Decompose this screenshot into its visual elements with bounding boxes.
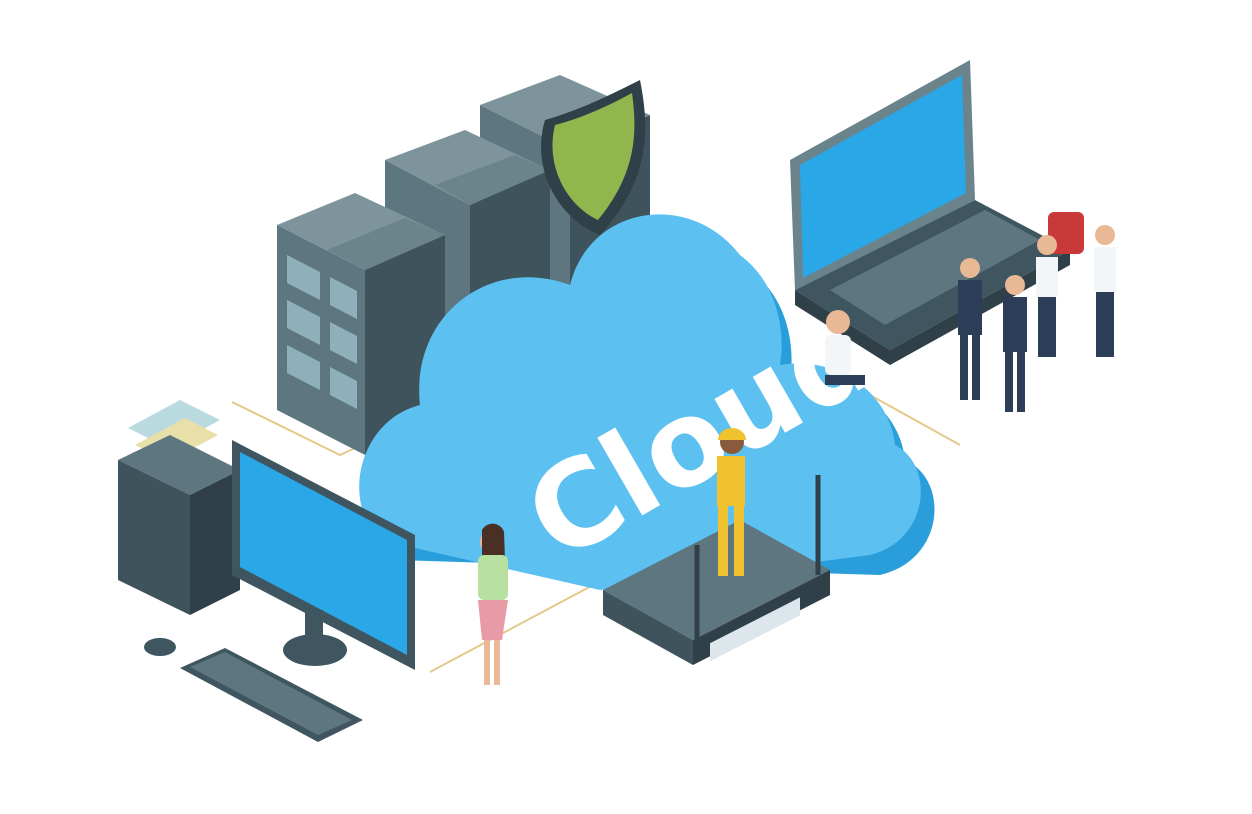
server-rack-front — [277, 193, 445, 455]
coffee-mug-icon — [1048, 212, 1084, 254]
person-woman-1 — [1036, 235, 1058, 357]
router — [603, 475, 830, 665]
person-businessman-1 — [958, 258, 982, 400]
shield-icon — [541, 80, 646, 235]
woman-presenting — [478, 523, 508, 685]
antenna — [694, 475, 821, 640]
business-people-group — [958, 225, 1116, 412]
person-businessman-2 — [1003, 275, 1027, 412]
cloud-shape: Cloud — [359, 214, 935, 590]
keyboard — [180, 648, 363, 742]
person-woman-2 — [1094, 225, 1116, 357]
mouse — [144, 638, 176, 656]
pc-tower — [118, 435, 240, 615]
monitor — [232, 440, 415, 670]
desktop-computer — [118, 400, 415, 742]
person-sitting-on-cloud — [825, 310, 865, 385]
worker-with-hardhat — [717, 428, 746, 576]
